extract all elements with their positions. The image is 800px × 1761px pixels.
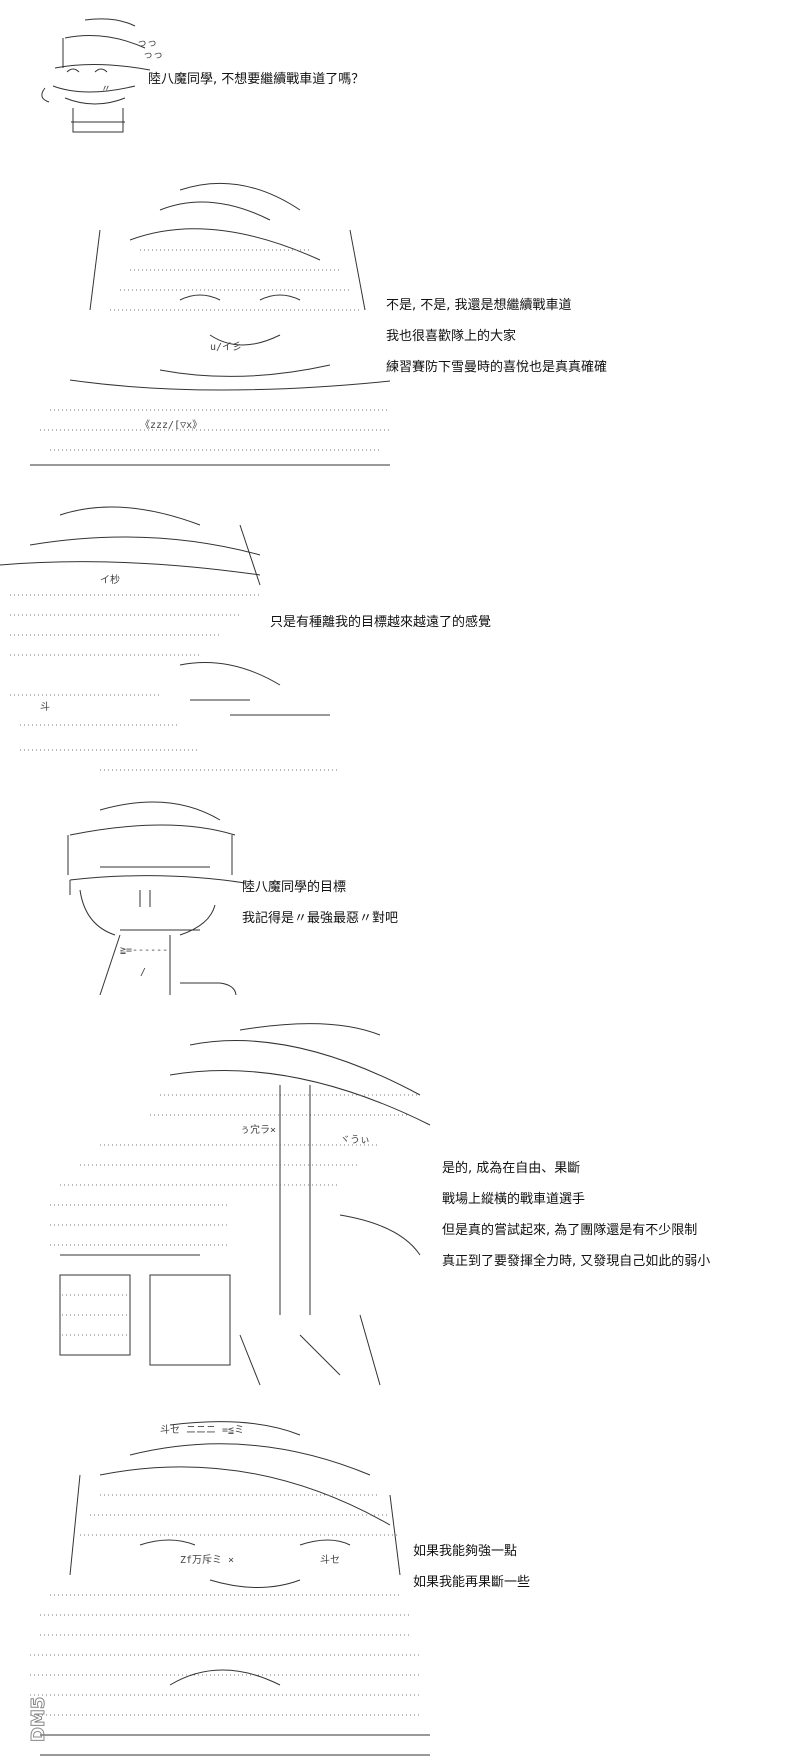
dialogue-line: 戰場上縱橫的戰車道選手 — [442, 1192, 586, 1207]
svg-text:ぅ宂ラ×: ぅ宂ラ× — [240, 1123, 276, 1136]
dialogue-line: 只是有種離我的目標越來越遠了的感覺 — [270, 615, 492, 630]
panel-1-ascii-art: っっ っっ 〃 — [41, 18, 163, 133]
panel-4-dialogue: 陸八魔同學的目標 我記得是〃最強最惡〃對吧 — [242, 872, 398, 934]
panel-2-ascii-art: u/イ彡 《zzz/[▽x》 — [30, 182, 390, 466]
svg-text:≧=------: ≧=------ — [120, 945, 168, 956]
panel-5: ぅ宂ラ× ヾうぃ 是的, 成為在自由、果斷 戰場上縱橫的戰車道選手 但是真的嘗試… — [0, 1010, 800, 1390]
svg-text:《zzz/[▽x》: 《zzz/[▽x》 — [140, 419, 202, 431]
panel-4-ascii-art: ≧=------ / — [67, 801, 246, 995]
panel-1: っっ っっ 〃 陸八魔同學, 不想要繼續戰車道了嗎？ — [0, 0, 800, 160]
panel-3: イ杪 斗 只是有種離我的目標越來越遠了的感覺 — [0, 490, 800, 780]
dialogue-line: 我記得是〃最強最惡〃對吧 — [242, 911, 399, 926]
svg-text:っっ: っっ — [143, 50, 163, 61]
svg-text:Zf万斥ミ ×: Zf万斥ミ × — [180, 1554, 234, 1566]
dialogue-line: 陸八魔同學的目標 — [242, 880, 347, 895]
dialogue-line: 練習賽防下雪曼時的喜悅也是真真確確 — [386, 360, 608, 375]
svg-text:ヾうぃ: ヾうぃ — [340, 1134, 370, 1146]
dialogue-line: 不是, 不是, 我還是想繼續戰車道 — [386, 298, 572, 313]
svg-text:斗: 斗 — [40, 701, 50, 713]
dialogue-line: 是的, 成為在自由、果斷 — [442, 1161, 581, 1176]
svg-text:斗セ: 斗セ — [320, 1554, 340, 1566]
dialogue-line: 但是真的嘗試起來, 為了團隊還是有不少限制 — [442, 1223, 698, 1238]
panel-3-dialogue: 只是有種離我的目標越來越遠了的感覺 — [270, 607, 491, 638]
svg-text:〃: 〃 — [101, 84, 111, 95]
watermark-text: DM5 — [28, 1697, 49, 1742]
panel-4: ≧=------ / 陸八魔同學的目標 我記得是〃最強最惡〃對吧 — [0, 790, 800, 995]
dialogue-line: 我也很喜歡隊上的大家 — [386, 329, 517, 344]
panel-1-dialogue: 陸八魔同學, 不想要繼續戰車道了嗎？ — [148, 64, 364, 95]
svg-text:斗セ ニニニ =≦ミ: 斗セ ニニニ =≦ミ — [160, 1424, 244, 1436]
svg-text:っっ: っっ — [137, 38, 157, 49]
panel-6-ascii-art: 斗セ ニニニ =≦ミ Zf万斥ミ × 斗セ — [30, 1421, 430, 1756]
svg-text:イ杪: イ杪 — [100, 573, 120, 586]
panel-5-ascii-art: ぅ宂ラ× ヾうぃ — [50, 1023, 431, 1386]
dialogue-line: 陸八魔同學, 不想要繼續戰車道了嗎？ — [148, 72, 365, 87]
panel-5-dialogue: 是的, 成為在自由、果斷 戰場上縱橫的戰車道選手 但是真的嘗試起來, 為了團隊還… — [442, 1153, 710, 1277]
panel-2: u/イ彡 《zzz/[▽x》 不是, 不是, 我還是想繼續戰車道 我也很喜歡隊上… — [0, 160, 800, 470]
panel-2-dialogue: 不是, 不是, 我還是想繼續戰車道 我也很喜歡隊上的大家 練習賽防下雪曼時的喜悅… — [386, 290, 607, 383]
dialogue-line: 如果我能夠強一點 — [413, 1544, 518, 1559]
svg-text:/: / — [140, 967, 146, 978]
svg-text:u/イ彡: u/イ彡 — [210, 342, 242, 353]
panel-6-dialogue: 如果我能夠強一點 如果我能再果斷一些 — [413, 1536, 530, 1598]
dialogue-line: 真正到了要發揮全力時, 又發現自己如此的弱小 — [442, 1254, 711, 1269]
dialogue-line: 如果我能再果斷一些 — [413, 1575, 531, 1590]
panel-6: 斗セ ニニニ =≦ミ Zf万斥ミ × 斗セ 如果我能夠強一點 如果我能再果斷一些 — [0, 1410, 800, 1756]
dm5-watermark-logo-icon: DM5 — [10, 1690, 66, 1746]
panel-3-ascii-art: イ杪 斗 — [0, 506, 340, 771]
